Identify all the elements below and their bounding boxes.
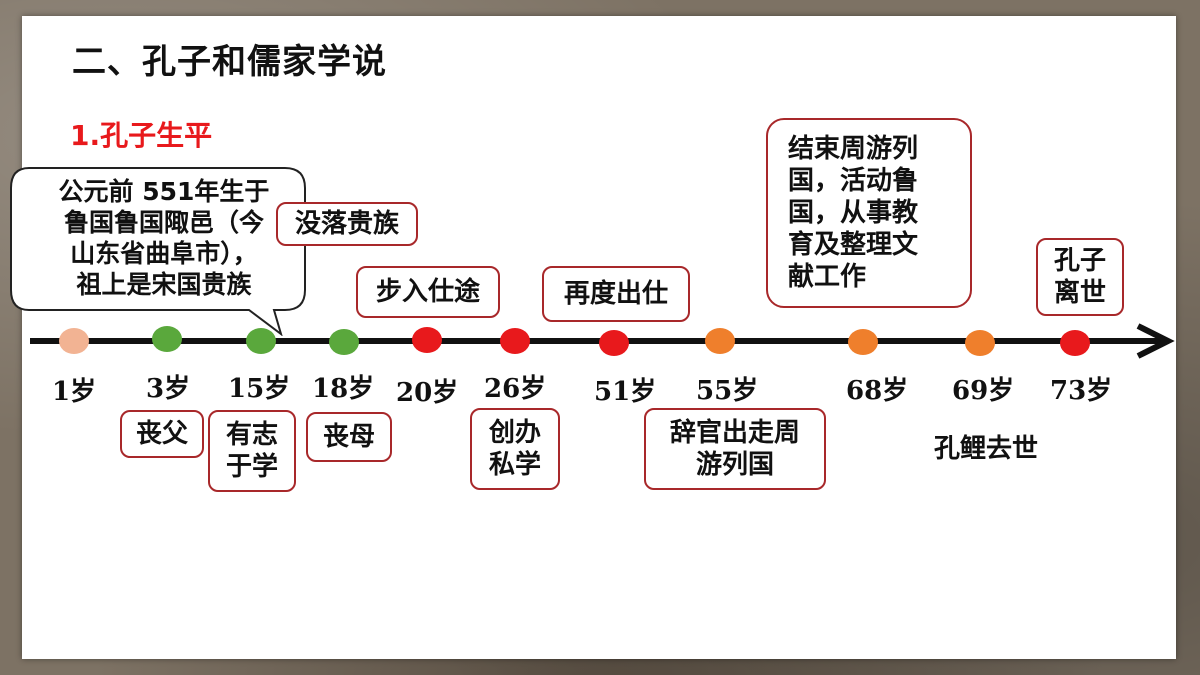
label-line: 有志	[225, 420, 278, 450]
timeline-dot-55	[705, 328, 735, 354]
label-line: 国，从事教	[788, 198, 919, 228]
age-label: 20岁	[396, 378, 459, 408]
label-career: 步入仕途	[356, 266, 500, 318]
label-line: 创办	[488, 418, 541, 448]
label-mother: 丧母	[306, 412, 392, 462]
page-title: 二、孔子和儒家学说	[72, 42, 387, 82]
age-label: 55岁	[696, 376, 759, 406]
label-school: 创办 私学	[470, 408, 560, 490]
timeline-dot-3	[152, 326, 182, 352]
label-study: 有志 于学	[208, 410, 296, 492]
timeline-dot-18	[329, 329, 359, 355]
timeline-dot-15	[246, 328, 276, 354]
timeline-dot-68	[848, 329, 878, 355]
callout-text: 公元前 551年生于 鲁国鲁国陬邑（今 山东省曲阜市）， 祖上是宋国贵族	[29, 176, 299, 300]
age-label: 68岁	[846, 376, 909, 406]
label-resign: 辞官出走周 游列国	[644, 408, 826, 490]
callout-line: 鲁国鲁国陬邑（今	[63, 208, 264, 237]
birth-callout: 公元前 551年生于 鲁国鲁国陬邑（今 山东省曲阜市）， 祖上是宋国贵族	[9, 166, 309, 336]
callout-line: 祖上是宋国贵族	[76, 270, 252, 299]
label-line: 私学	[488, 450, 541, 480]
age-label: 73岁	[1050, 376, 1113, 406]
callout-bubble-shape	[10, 167, 306, 336]
label-father: 丧父	[120, 410, 204, 458]
age-label: 26岁	[484, 374, 547, 404]
label-son: 孔鲤去世	[934, 434, 1039, 464]
label-travel-end: 结束周游列 国，活动鲁 国，从事教 育及整理文 献工作	[766, 118, 972, 308]
label-death: 孔子 离世	[1036, 238, 1124, 316]
callout-line: 公元前 551年生于	[58, 177, 270, 206]
age-label: 1岁	[52, 377, 97, 407]
timeline-arrowhead	[1136, 323, 1175, 359]
age-label: 3岁	[146, 374, 191, 404]
section-subtitle: 1.孔子生平	[70, 119, 213, 152]
timeline-dot-26	[500, 328, 530, 354]
label-line: 献工作	[788, 262, 867, 292]
age-label: 69岁	[952, 376, 1015, 406]
age-label: 15岁	[228, 374, 291, 404]
label-line: 于学	[225, 452, 278, 482]
timeline-dot-20	[412, 327, 442, 353]
label-noble: 没落贵族	[276, 202, 418, 246]
callout-line: 山东省曲阜市），	[70, 239, 258, 268]
slide: 二、孔子和儒家学说 1.孔子生平 公元前 551年生于 鲁国鲁国陬邑（今 山东省…	[10, 16, 1176, 659]
label-line: 游列国	[695, 450, 774, 480]
label-line: 国，活动鲁	[788, 166, 919, 196]
timeline-dot-69	[965, 330, 995, 356]
label-line: 育及整理文	[788, 230, 919, 260]
timeline-dot-73	[1060, 330, 1090, 356]
label-line: 辞官出走周	[669, 418, 800, 448]
label-again: 再度出仕	[542, 266, 690, 322]
label-line: 结束周游列	[788, 134, 919, 164]
label-line: 孔子	[1053, 246, 1106, 276]
timeline-dot-51	[599, 330, 629, 356]
timeline-dot-1	[59, 328, 89, 354]
label-line: 离世	[1053, 278, 1106, 308]
age-label: 51岁	[594, 377, 657, 407]
age-label: 18岁	[312, 374, 375, 404]
